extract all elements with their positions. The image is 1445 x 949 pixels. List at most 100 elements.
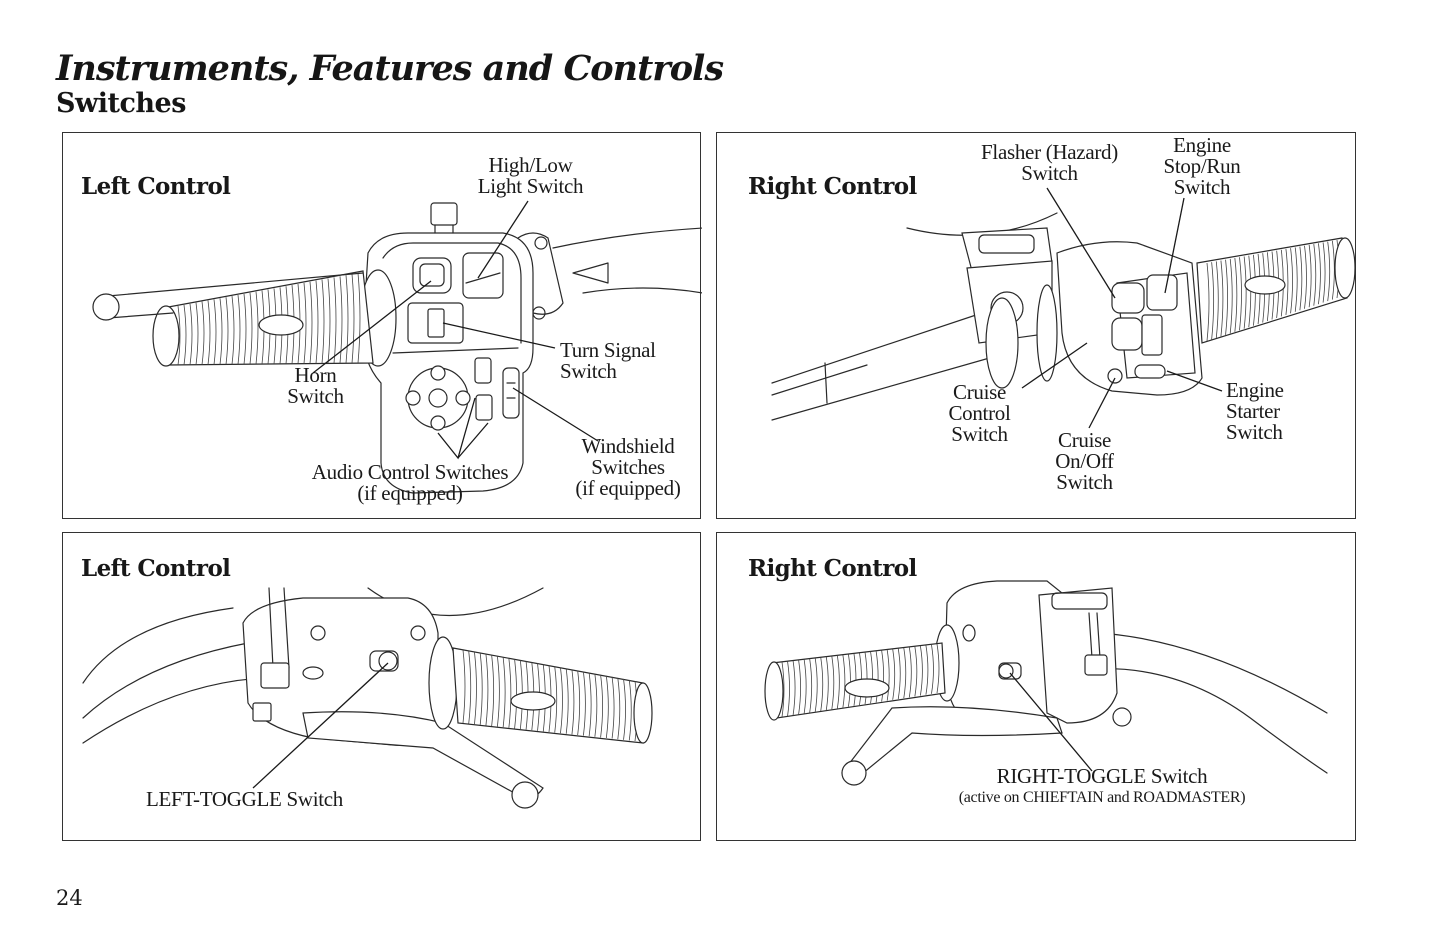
grip-rib (936, 643, 940, 694)
label-high-low-light-switch: High/Low Light Switch (477, 153, 584, 198)
label-cruise-on-off-switch: Cruise On/Off Switch (1055, 428, 1114, 494)
grip-rib (803, 659, 807, 714)
grip-rib (219, 298, 223, 365)
grip-rib (1211, 262, 1215, 340)
grip-rib (474, 652, 477, 725)
grip-rib (1239, 257, 1242, 331)
grip-rib (1229, 258, 1233, 334)
grip-rib (321, 279, 325, 364)
grip-rib (1331, 240, 1335, 300)
grip-rib (201, 301, 205, 365)
grip-rib (1294, 247, 1298, 312)
grip-rib (919, 645, 923, 696)
grip-rib (357, 272, 361, 364)
grip-rib (237, 294, 241, 365)
grip-rib (881, 650, 885, 702)
grip-rib (1225, 259, 1228, 335)
grip-rib (1313, 244, 1317, 306)
grip-rib (831, 656, 835, 710)
grip-rib (1290, 248, 1293, 314)
grip-rib (809, 658, 813, 713)
grip-rib (583, 671, 586, 736)
grip-rib (351, 274, 355, 364)
grip-rib (560, 667, 563, 734)
grip-rib (1234, 258, 1238, 332)
grip-rib (628, 679, 632, 741)
panel-title: Left Control (81, 555, 231, 582)
grip-rib (345, 275, 349, 364)
grip-rib (303, 282, 307, 364)
right-control-illustration (771, 187, 1356, 429)
grip-rib (462, 649, 466, 724)
grip-rib (908, 647, 912, 698)
grip-rib (577, 670, 581, 736)
grip-rib (820, 657, 824, 712)
section-subtitle: Switches (56, 88, 186, 119)
panel-title: Left Control (81, 173, 231, 200)
grip-rib (183, 304, 187, 365)
grip-rib (925, 645, 929, 695)
label-cruise-control-switch: Cruise Control Switch (948, 380, 1011, 446)
grip-rib (1299, 246, 1303, 311)
grip-rib (189, 303, 193, 365)
grip-rib (309, 281, 313, 364)
label-right-toggle-note: (active on CHIEFTAIN and ROADMASTER) (958, 789, 1246, 806)
grip-rib (1220, 260, 1224, 337)
label-engine-stop-run-switch: Engine Stop/Run Switch (1163, 133, 1241, 199)
grip-rib (836, 655, 840, 709)
label-audio-control-switches: Audio Control Switches (if equipped) (311, 460, 509, 505)
grip-rib (617, 677, 621, 740)
grip-rib (623, 678, 626, 740)
grip-rib (848, 654, 851, 707)
right-toggle-illustration (764, 580, 1328, 786)
grip-rib (508, 658, 512, 728)
grip-rib (600, 674, 603, 738)
right-toggle-panel: Right Control RIGHT-TOGGLE Switch (activ… (716, 532, 1356, 841)
label-turn-signal-switch: Turn Signal Switch (560, 338, 656, 383)
grip-rib (1215, 261, 1219, 338)
grip-rib (1206, 262, 1210, 342)
page-number: 24 (56, 886, 83, 910)
grip-rib (502, 657, 506, 728)
grip-rib (792, 660, 796, 716)
grip-rib (491, 655, 495, 727)
grip-rib (195, 302, 199, 365)
grip-rib (231, 296, 235, 365)
grip-rib (225, 297, 229, 365)
grip-rib (798, 660, 802, 715)
grip-rib (875, 651, 879, 703)
grip-rib (588, 672, 592, 737)
panel-title: Right Control (748, 173, 917, 200)
grip-rib (177, 305, 181, 366)
left-toggle-illustration (82, 587, 653, 809)
left-control-illustration (92, 200, 702, 494)
grip-rib (565, 668, 569, 734)
grip-rib (605, 675, 609, 739)
grip-rib (914, 646, 918, 697)
grip-rib (479, 653, 483, 725)
grip-rib (886, 649, 890, 701)
grip-rib (825, 656, 829, 711)
left-toggle-panel: Left Control LEFT-TOGGLE Switch (62, 532, 701, 841)
grip-rib (514, 659, 517, 729)
label-right-toggle-switch: RIGHT-TOGGLE Switch (996, 764, 1208, 788)
grip-rib (903, 647, 907, 699)
grip-rib (870, 651, 873, 704)
label-windshield-switches: Windshield Switches (if equipped) (575, 434, 681, 500)
grip-rib (255, 291, 259, 365)
grip-rib (864, 652, 868, 705)
grip-rib (243, 293, 247, 365)
grip-rib (594, 673, 598, 737)
label-engine-starter-switch: Engine Starter Switch (1226, 378, 1284, 444)
grip-rib (1304, 245, 1307, 309)
grip-rib (554, 666, 558, 733)
grip-rib (207, 300, 211, 365)
grip-rib (787, 661, 790, 717)
grip-rib (333, 277, 337, 364)
grip-rib (327, 278, 331, 364)
grip-rib (1285, 248, 1289, 315)
right-control-panel: Right Control Flasher (Hazard) Switch En… (716, 132, 1356, 519)
grip-rib (213, 299, 217, 365)
grip-rib (315, 280, 319, 364)
grip-rib (931, 644, 934, 694)
